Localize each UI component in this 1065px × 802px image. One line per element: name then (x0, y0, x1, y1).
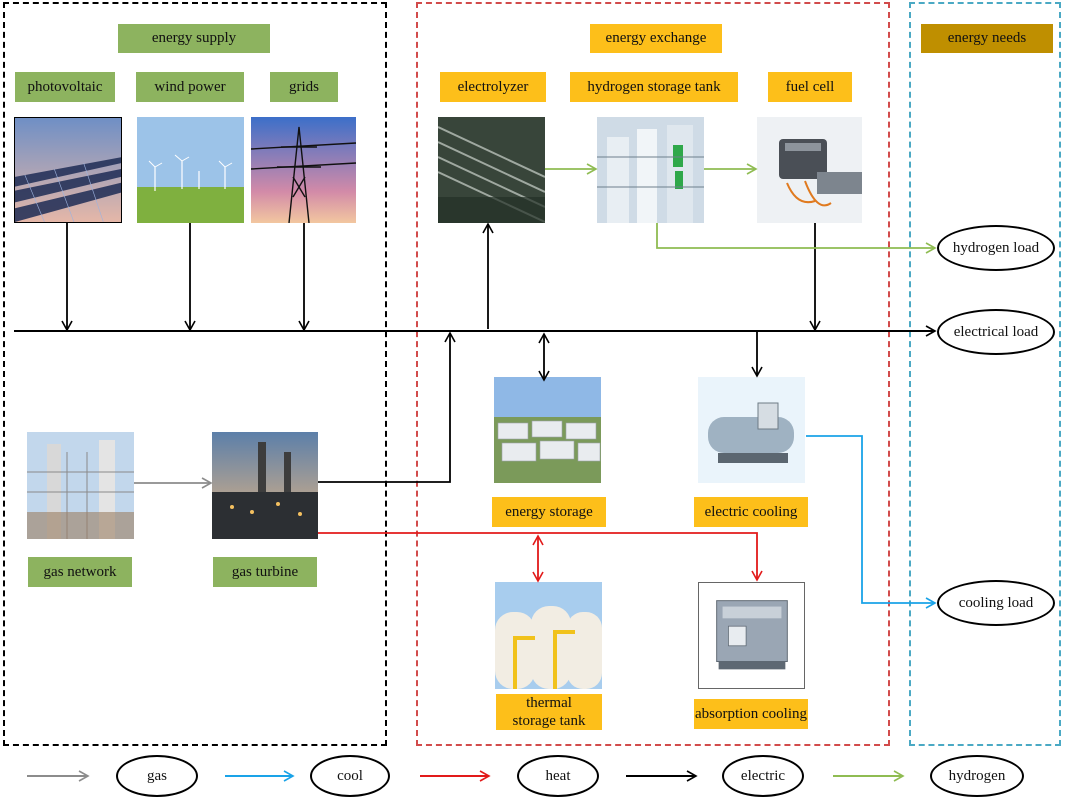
legend-cool-label: cool (310, 755, 390, 797)
h2tank-to-hydrogen-load (656, 223, 937, 254)
gas-plant-icon (27, 432, 134, 539)
energy-exchange-section (416, 2, 890, 746)
photovoltaic-label: photovoltaic (15, 72, 115, 102)
power-transmission-tower-icon (251, 117, 356, 223)
battery-storage-container-icon (494, 377, 601, 483)
legend-hydrogen-label: hydrogen (930, 755, 1024, 797)
wind-turbine-field-icon (137, 117, 244, 223)
gas-network-label: gas network (28, 557, 132, 587)
electric-cooling-label: electric cooling (694, 497, 808, 527)
fuel-cell-label: fuel cell (768, 72, 852, 102)
energy-needs-section (909, 2, 1061, 746)
grids-label: grids (270, 72, 338, 102)
thermal-storage-tank-label-line2: storage tank (512, 713, 586, 729)
legend-heat-label: heat (517, 755, 599, 797)
thermal-storage-tank-label: thermal storage tank (496, 694, 602, 730)
gas-turbine-plant-icon (212, 432, 318, 539)
electrical-load-node: electrical load (937, 309, 1055, 355)
electrolyzer-label: electrolyzer (440, 72, 546, 102)
hydrogen-load-node: hydrogen load (937, 225, 1055, 271)
energy-supply-title: energy supply (118, 24, 270, 53)
gasturbine-heat-to-absorption (318, 532, 763, 582)
solar-panel-field-icon (14, 117, 122, 223)
thermal-storage-tank-icon (495, 582, 602, 689)
absorption-cooling-label: absorption cooling (694, 699, 808, 729)
thermal-storage-tank-label-line1: thermal (526, 695, 572, 711)
legend-electric-label: electric (722, 755, 804, 797)
legend-gas-label: gas (116, 755, 198, 797)
fuel-cell-engine-icon (757, 117, 862, 223)
energy-needs-title: energy needs (921, 24, 1053, 53)
cooling-load-node: cooling load (937, 580, 1055, 626)
wind-power-label: wind power (136, 72, 244, 102)
hydrogen-tank-icon (597, 117, 704, 223)
electric-cooling-to-cooling-load (806, 435, 937, 609)
hydrogen-storage-tank-label: hydrogen storage tank (570, 72, 738, 102)
absorption-chiller-icon (698, 582, 805, 689)
energy-storage-label: energy storage (492, 497, 606, 527)
electric-chiller-icon (698, 377, 805, 483)
gas-turbine-label: gas turbine (213, 557, 317, 587)
energy-exchange-title: energy exchange (590, 24, 722, 53)
energy-supply-section (3, 2, 387, 746)
gasturbine-to-bus (318, 331, 456, 483)
electrolyzer-unit-icon (438, 117, 545, 223)
